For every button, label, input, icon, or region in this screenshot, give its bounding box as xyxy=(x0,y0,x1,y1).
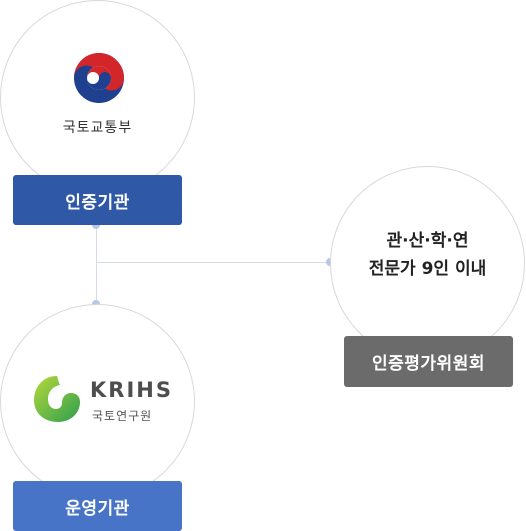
certification-body-org-name: 국토교통부 xyxy=(62,120,133,136)
operating-body-circle xyxy=(0,304,195,499)
connector-vertical xyxy=(96,225,97,305)
committee-composition-line2: 전문가 9인 이내 xyxy=(368,259,487,279)
operating-body-label: 운영기관 xyxy=(13,481,182,531)
taegeuk-emblem-icon xyxy=(74,53,124,103)
certification-body-label: 인증기관 xyxy=(13,175,182,225)
connector-horizontal xyxy=(96,262,330,263)
operating-body-name-en: KRIHS xyxy=(90,378,173,402)
connector-dot-top xyxy=(92,221,100,229)
committee-composition-line1: 관·산·학·연 xyxy=(386,231,469,251)
evaluation-committee-label: 인증평가위원회 xyxy=(344,336,513,387)
operating-body-name-ko: 국토연구원 xyxy=(92,409,153,423)
krihs-leaf-icon xyxy=(34,376,80,422)
